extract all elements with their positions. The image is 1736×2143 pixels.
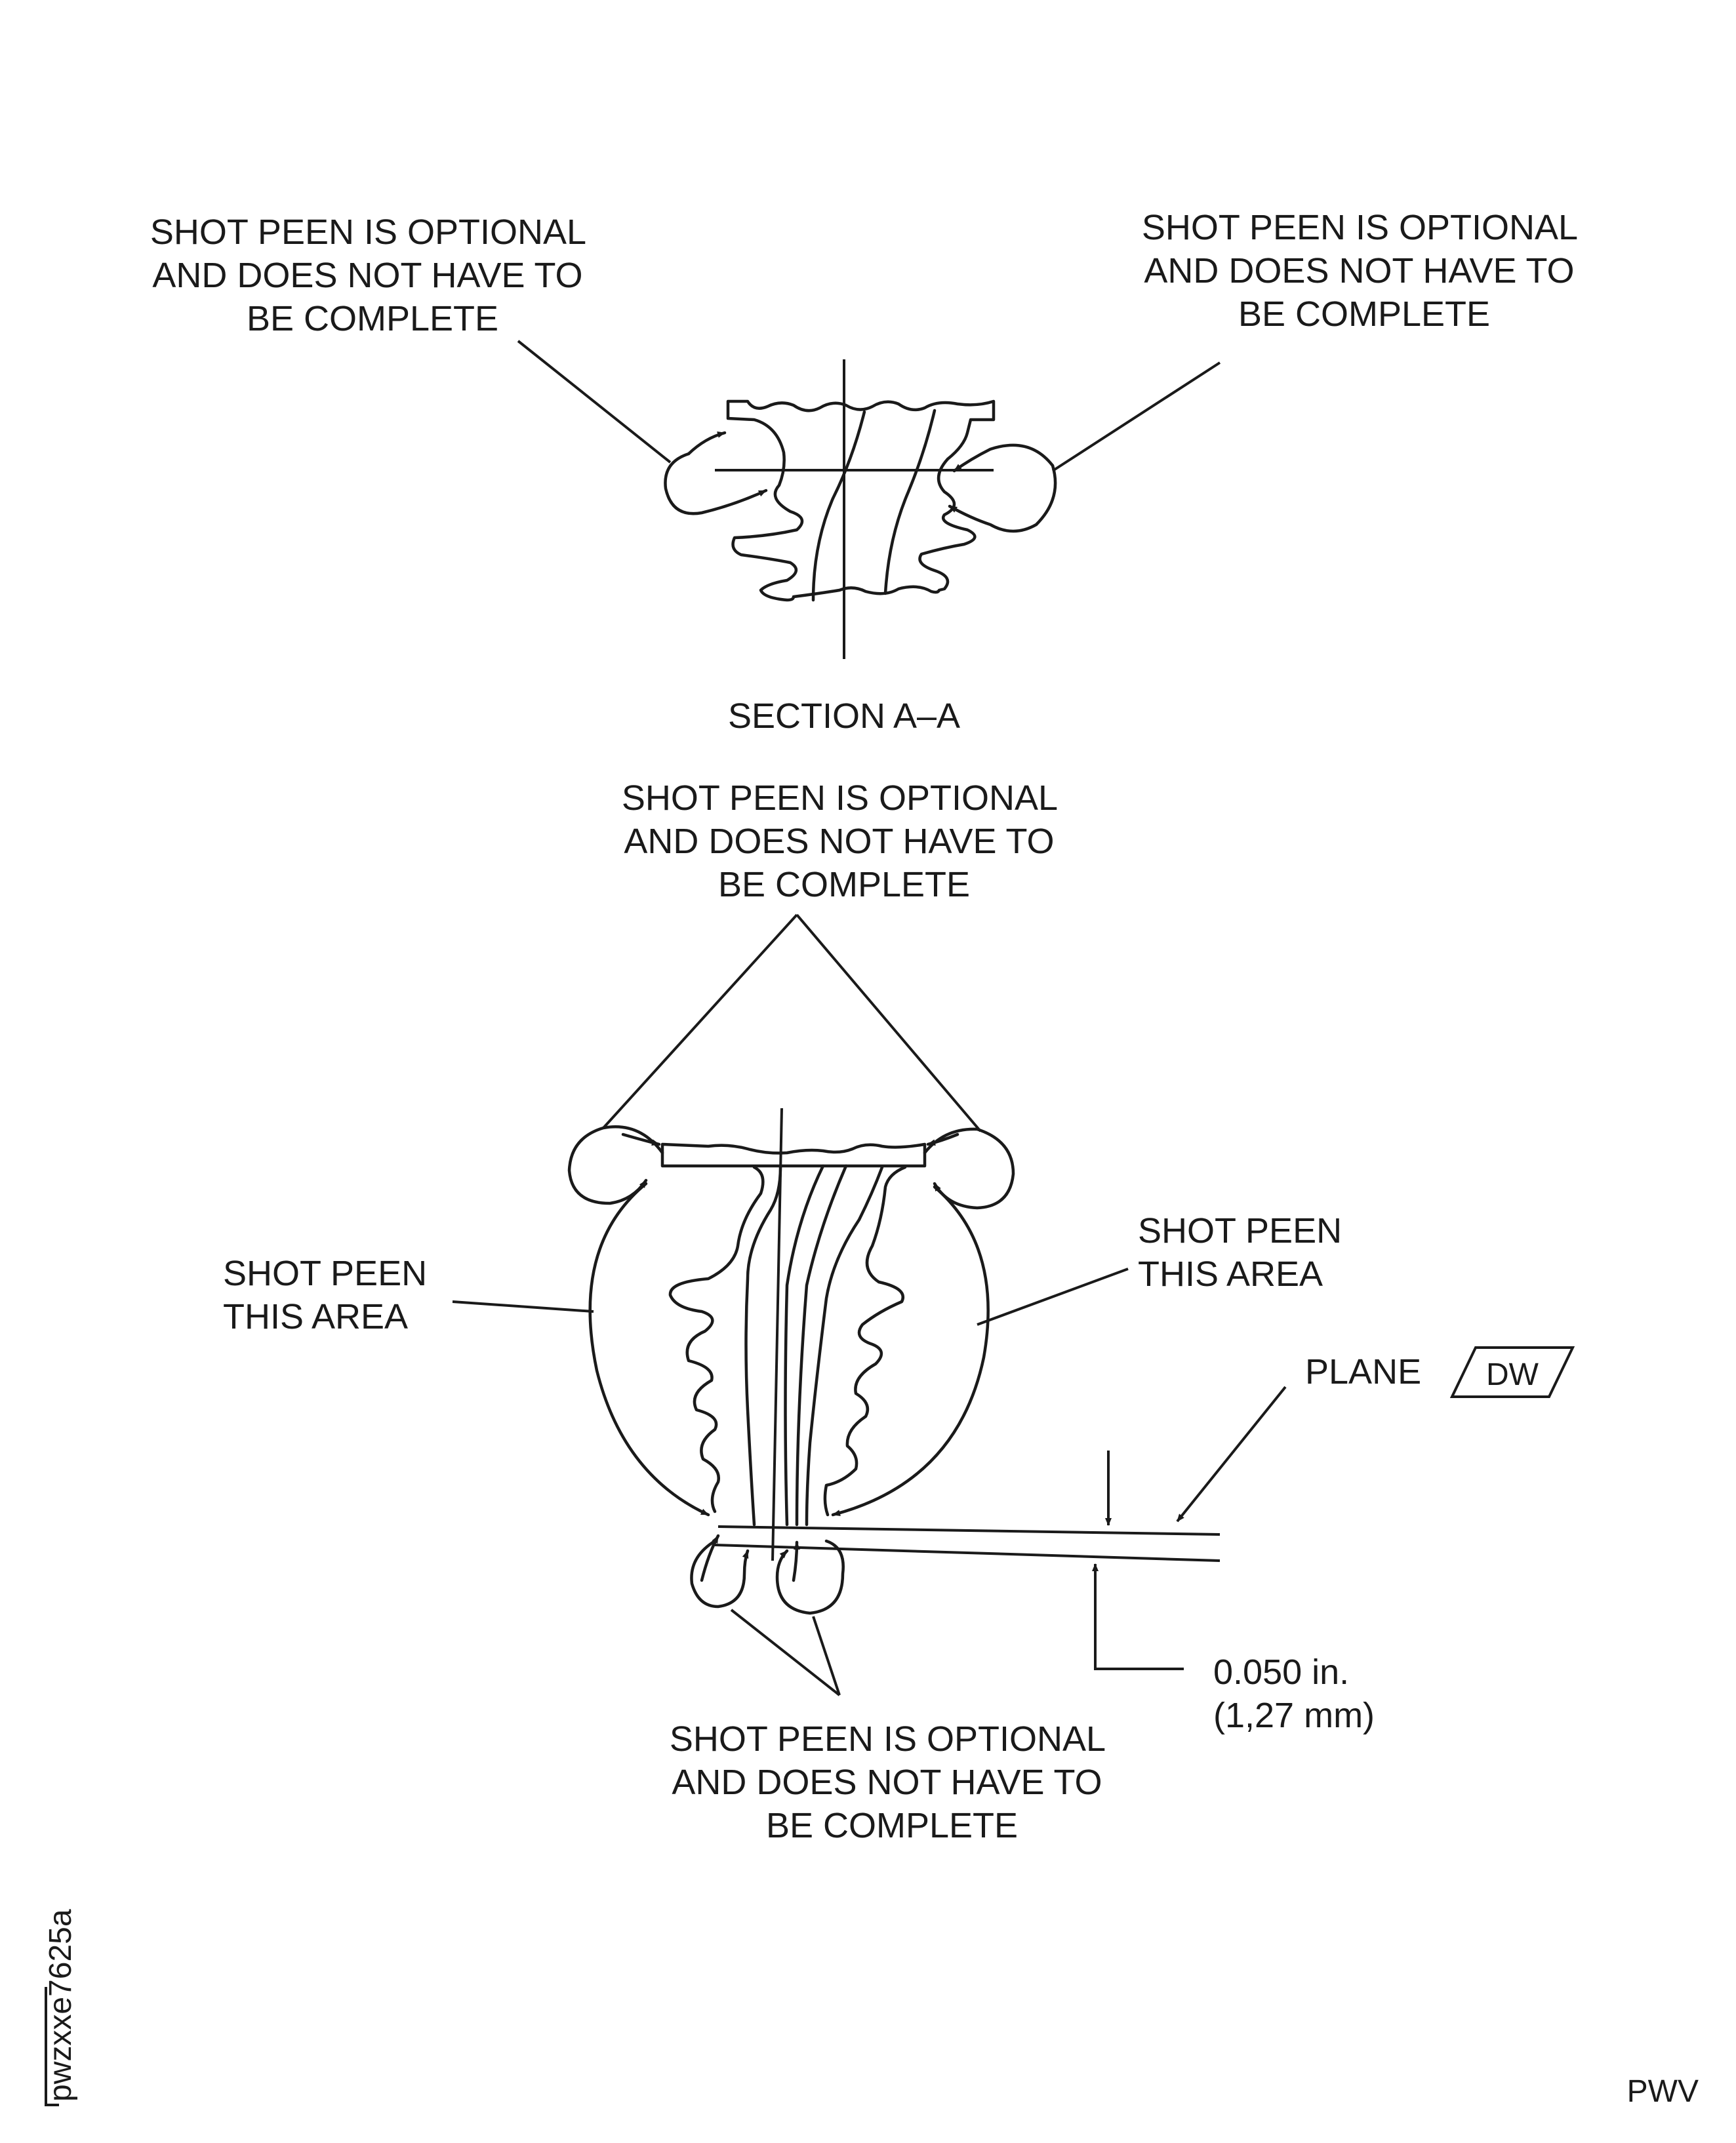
leader-top-right: [1051, 361, 1221, 472]
left-area-arc: [588, 1182, 710, 1517]
center-stem-line-2: [784, 1164, 825, 1527]
platform-top: [660, 1142, 927, 1168]
center-stem-line-1: [771, 1108, 783, 1561]
dim-arrow-bottom: [1092, 1563, 1184, 1670]
note-bottom: SHOT PEEN IS OPTIONAL AND DOES NOT HAVE …: [670, 1719, 1114, 1845]
airfoil-line-left: [811, 410, 866, 602]
note-top-right: SHOT PEEN IS OPTIONAL AND DOES NOT HAVE …: [1142, 208, 1586, 334]
top-right-lobe: [923, 1127, 1015, 1210]
section-outline: [726, 399, 996, 602]
figure-id-block: pwzxxe7625a: [43, 1909, 78, 2106]
plane-line-lower: [714, 1544, 1221, 1562]
fir-tree-right: [823, 1165, 907, 1517]
blade-root-drawing: [452, 913, 1287, 1696]
fir-tree-left: [668, 1165, 765, 1513]
dimension-label: 0.050 in. (1,27 mm): [1213, 1652, 1375, 1735]
section-title: SECTION A–A: [728, 696, 960, 736]
top-left-lobe-arrow: [621, 1132, 661, 1146]
datum-frame: [1449, 1346, 1575, 1398]
footer-code: PWV: [1627, 2074, 1699, 2109]
fir-tree-right-inner: [805, 1165, 884, 1527]
leader-right-area: [977, 1268, 1129, 1326]
fir-tree-left-inner: [744, 1165, 782, 1527]
right-area-arc: [831, 1185, 990, 1517]
leader-top-left: [517, 340, 672, 464]
left-peen-loop: [664, 452, 768, 515]
leader-bottom-left: [730, 1609, 841, 1696]
plane-line-upper: [717, 1525, 1221, 1536]
leader-left-area: [452, 1300, 594, 1313]
left-peen-loop-upper: [687, 431, 727, 456]
leader-mid-right: [796, 913, 982, 1132]
bottom-left-lobe-arrow: [700, 1534, 720, 1582]
top-left-lobe: [567, 1125, 664, 1205]
center-stem-line-3: [795, 1164, 848, 1527]
datum-label: DW: [1486, 1357, 1539, 1392]
right-peen-loop: [948, 464, 1057, 533]
airfoil-line-right: [883, 409, 937, 595]
bottom-left-lobe: [690, 1539, 750, 1609]
note-mid-top: SHOT PEEN IS OPTIONAL AND DOES NOT HAVE …: [622, 778, 1066, 904]
note-left-area: SHOT PEEN THIS AREA: [223, 1254, 437, 1336]
figure-id: pwzxxe7625a: [43, 1909, 78, 2102]
top-right-lobe-arrow: [926, 1132, 959, 1146]
right-peen-loop-upper: [952, 443, 1055, 473]
note-top-left: SHOT PEEN IS OPTIONAL AND DOES NOT HAVE …: [150, 212, 595, 338]
bottom-right-lobe: [775, 1539, 845, 1615]
bottom-right-lobe-arrow: [792, 1540, 800, 1582]
leader-mid-left: [602, 913, 798, 1129]
leader-bottom-right: [812, 1616, 841, 1696]
plane-label: PLANE: [1305, 1352, 1421, 1392]
section-a-a-drawing: [517, 340, 1221, 659]
figure-id-bracket: [45, 1987, 59, 2106]
leader-plane: [1176, 1386, 1287, 1523]
note-right-area: SHOT PEEN THIS AREA: [1138, 1211, 1352, 1294]
